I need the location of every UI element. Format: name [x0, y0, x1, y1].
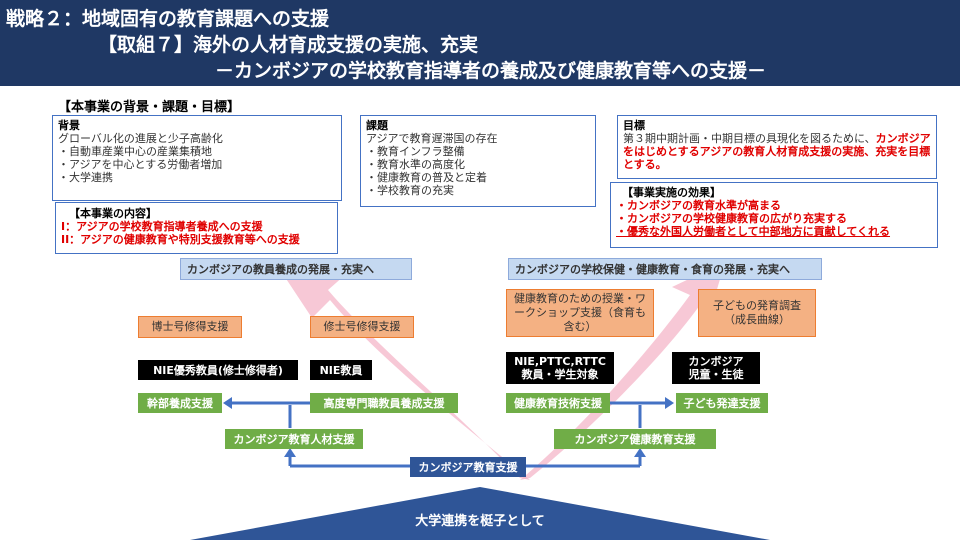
goal-text-highlight: カンボジアをはじめとするアジアの教育人材育成支援の実施、充実を目標とする。 [623, 132, 931, 171]
nie-pttc-line2: 教員・学生対象 [521, 368, 599, 381]
nie-pttc-box: NIE,PTTC,RTTC 教員・学生対象 [506, 352, 614, 384]
left-goal-box: カンボジアの教員養成の発展・充実へ [180, 258, 412, 280]
initiative-title: 【取組７】海外の人材育成支援の実施、充実 [98, 34, 479, 56]
cambodia-kids-box: カンボジア 児童・生徒 [672, 352, 760, 384]
arrowhead [665, 397, 674, 409]
issues-line: ・学校教育の充実 [366, 184, 454, 197]
content-item-2: II：アジアの健康教育や特別支援教育等への支援 [61, 233, 300, 246]
leader-training-box: 幹部養成支援 [138, 393, 222, 413]
foundation-triangle [190, 487, 770, 540]
background-box: 背景 グローバル化の進展と少子高齢化 ・自動車産業中心の産業集積地 ・アジアを中… [52, 115, 342, 201]
arrowhead [634, 448, 646, 457]
effects-item-3: ・優秀な外国人労働者として中部地方に貢献してくれる [616, 225, 891, 238]
cambodia-kids-line2: 児童・生徒 [688, 368, 744, 381]
content-item-1: I：アジアの学校教育指導者養成への支援 [61, 220, 263, 233]
left-connectors [225, 401, 410, 468]
issues-line: ・健康教育の普及と定着 [366, 171, 487, 184]
strategy-title: 戦略２：地域固有の教育課題への支援 [6, 8, 330, 30]
goal-text: 第３期中期計画・中期目標の具現化を図るために、 [623, 132, 876, 145]
arrowhead [284, 448, 296, 457]
content-title: 【本事業の内容】 [69, 207, 157, 220]
nie-pttc-line1: NIE,PTTC,RTTC [514, 355, 606, 368]
effects-title: 【事業実施の効果】 [622, 186, 721, 199]
goal-box: 目標 第３期中期計画・中期目標の具現化を図るために、カンボジアをはじめとするアジ… [617, 115, 937, 179]
effects-item-2: ・カンボジアの学校健康教育の広がり充実する [616, 212, 847, 225]
foundation-label: 大学連携を梃子として [415, 514, 545, 529]
background-title: 背景 [58, 119, 80, 132]
effects-box: 【事業実施の効果】 ・カンボジアの教育水準が高まる ・カンボジアの学校健康教育の… [610, 182, 938, 248]
doctor-support-box: 博士号修得支援 [138, 316, 242, 338]
cambodia-kids-line1: カンボジア [688, 355, 744, 368]
right-connectors [525, 401, 672, 468]
background-line: グローバル化の進展と少子高齢化 [58, 132, 223, 145]
background-line: ・アジアを中心とする労働者増加 [58, 158, 223, 171]
health-class-box: 健康教育のための授業・ワークショップ支援（食育も含む） [506, 289, 654, 337]
issues-line: ・教育水準の高度化 [366, 158, 465, 171]
nie-teacher-box: NIE教員 [310, 360, 372, 380]
background-line: ・大学連携 [58, 171, 113, 184]
right-goal-box: カンボジアの学校保健・健康教育・食育の発展・充実へ [508, 258, 822, 280]
effects-item-1: ・カンボジアの教育水準が高まる [616, 199, 781, 212]
child-survey-box: 子どもの発育調査（成長曲線） [698, 289, 816, 337]
content-box: 【本事業の内容】 I：アジアの学校教育指導者養成への支援 II：アジアの健康教育… [55, 202, 338, 254]
background-line: ・自動車産業中心の産業集積地 [58, 145, 212, 158]
right-pink-arrow [520, 262, 725, 480]
master-support-box: 修士号修得支援 [310, 316, 414, 338]
nie-excellent-box: NIE優秀教員(修士修得者) [138, 360, 298, 380]
child-dev-box: 子ども発達支援 [676, 393, 768, 413]
initiative-subtitle: －カンボジアの学校教育指導者の養成及び健康教育等への支援－ [215, 60, 767, 82]
cambodia-hr-box: カンボジア教育人材支援 [225, 429, 363, 449]
issues-box: 課題 アジアで教育遅滞国の存在 ・教育インフラ整備 ・教育水準の高度化 ・健康教… [360, 115, 596, 207]
header-banner: 戦略２：地域固有の教育課題への支援 【取組７】海外の人材育成支援の実施、充実 －… [0, 0, 960, 86]
health-tech-box: 健康教育技術支援 [506, 393, 610, 413]
arrowhead [223, 397, 232, 409]
goal-title: 目標 [623, 119, 645, 132]
cambodia-health-box: カンボジア健康教育支援 [554, 429, 716, 449]
issues-title: 課題 [366, 119, 388, 132]
issues-line: ・教育インフラ整備 [366, 145, 465, 158]
issues-line: アジアで教育遅滞国の存在 [366, 132, 498, 145]
advanced-training-box: 高度専門職教員養成支援 [310, 393, 458, 413]
section-title: 【本事業の背景・課題・目標】 [58, 100, 241, 115]
left-pink-arrow [275, 262, 530, 480]
cambodia-edu-box: カンボジア教育支援 [410, 457, 526, 477]
